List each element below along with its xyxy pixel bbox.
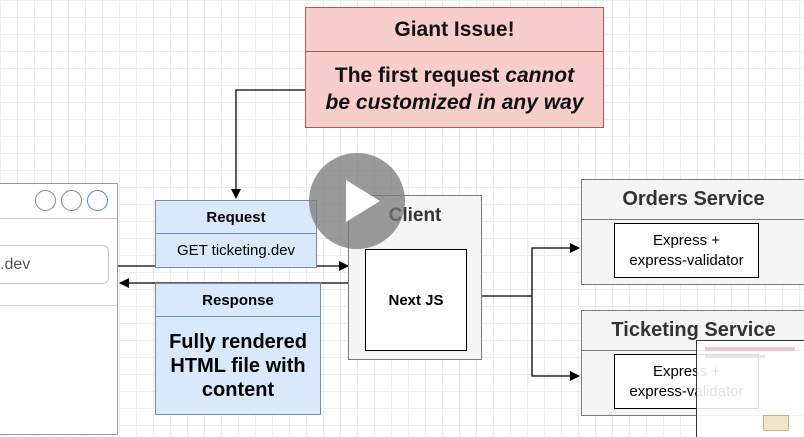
- request-title: Request: [156, 201, 316, 234]
- browser-titlebar: [0, 184, 117, 219]
- orders-service-title: Orders Service: [582, 180, 804, 220]
- request-body: GET ticketing.dev: [176, 242, 296, 259]
- orders-service-stack: Express + express-validator: [614, 223, 759, 278]
- window-control-icon[interactable]: [87, 190, 108, 211]
- response-box: Response Fully rendered HTML file with c…: [155, 283, 321, 415]
- response-body: Fully rendered HTML file with content: [156, 317, 320, 414]
- window-control-icon[interactable]: [35, 190, 56, 211]
- window-control-icon[interactable]: [61, 190, 82, 211]
- issue-line2-italic: be customized in any way: [325, 90, 584, 114]
- nextjs-box: Next JS: [365, 249, 467, 351]
- issue-line1-italic: cannot: [505, 64, 575, 88]
- giant-issue-text: The first request cannot be customized i…: [306, 52, 603, 127]
- giant-issue-title: Giant Issue!: [306, 8, 603, 52]
- issue-to-request-arrow: [231, 89, 305, 199]
- giant-issue-box: Giant Issue! The first request cannot be…: [305, 7, 604, 128]
- client-to-ticketing-arrow: [531, 296, 580, 381]
- thumbnail-note-icon: [763, 415, 789, 431]
- client-to-orders-arrow: [531, 243, 580, 296]
- thumbnail-header: [705, 347, 795, 351]
- browser-window: .dev: [0, 183, 118, 435]
- thumbnail-subheader: [705, 355, 765, 358]
- response-line: HTML file with: [170, 354, 306, 377]
- stack-line: Express +: [652, 232, 721, 249]
- browser-divider: [0, 305, 117, 306]
- request-box: Request GET ticketing.dev: [155, 200, 317, 268]
- browser-address-bar[interactable]: .dev: [0, 245, 109, 284]
- response-title: Response: [156, 284, 320, 317]
- issue-line1-normal: The first request: [334, 64, 506, 88]
- orders-service-box: Orders Service Express + express-validat…: [581, 179, 804, 285]
- stack-line: express-validator: [629, 251, 744, 269]
- response-line: content: [201, 378, 275, 401]
- ticketing-service-title: Ticketing Service: [582, 311, 804, 351]
- play-button[interactable]: [309, 153, 405, 249]
- response-line: Fully rendered: [169, 330, 307, 353]
- play-icon: [346, 180, 380, 222]
- thumbnail-preview[interactable]: [696, 340, 804, 437]
